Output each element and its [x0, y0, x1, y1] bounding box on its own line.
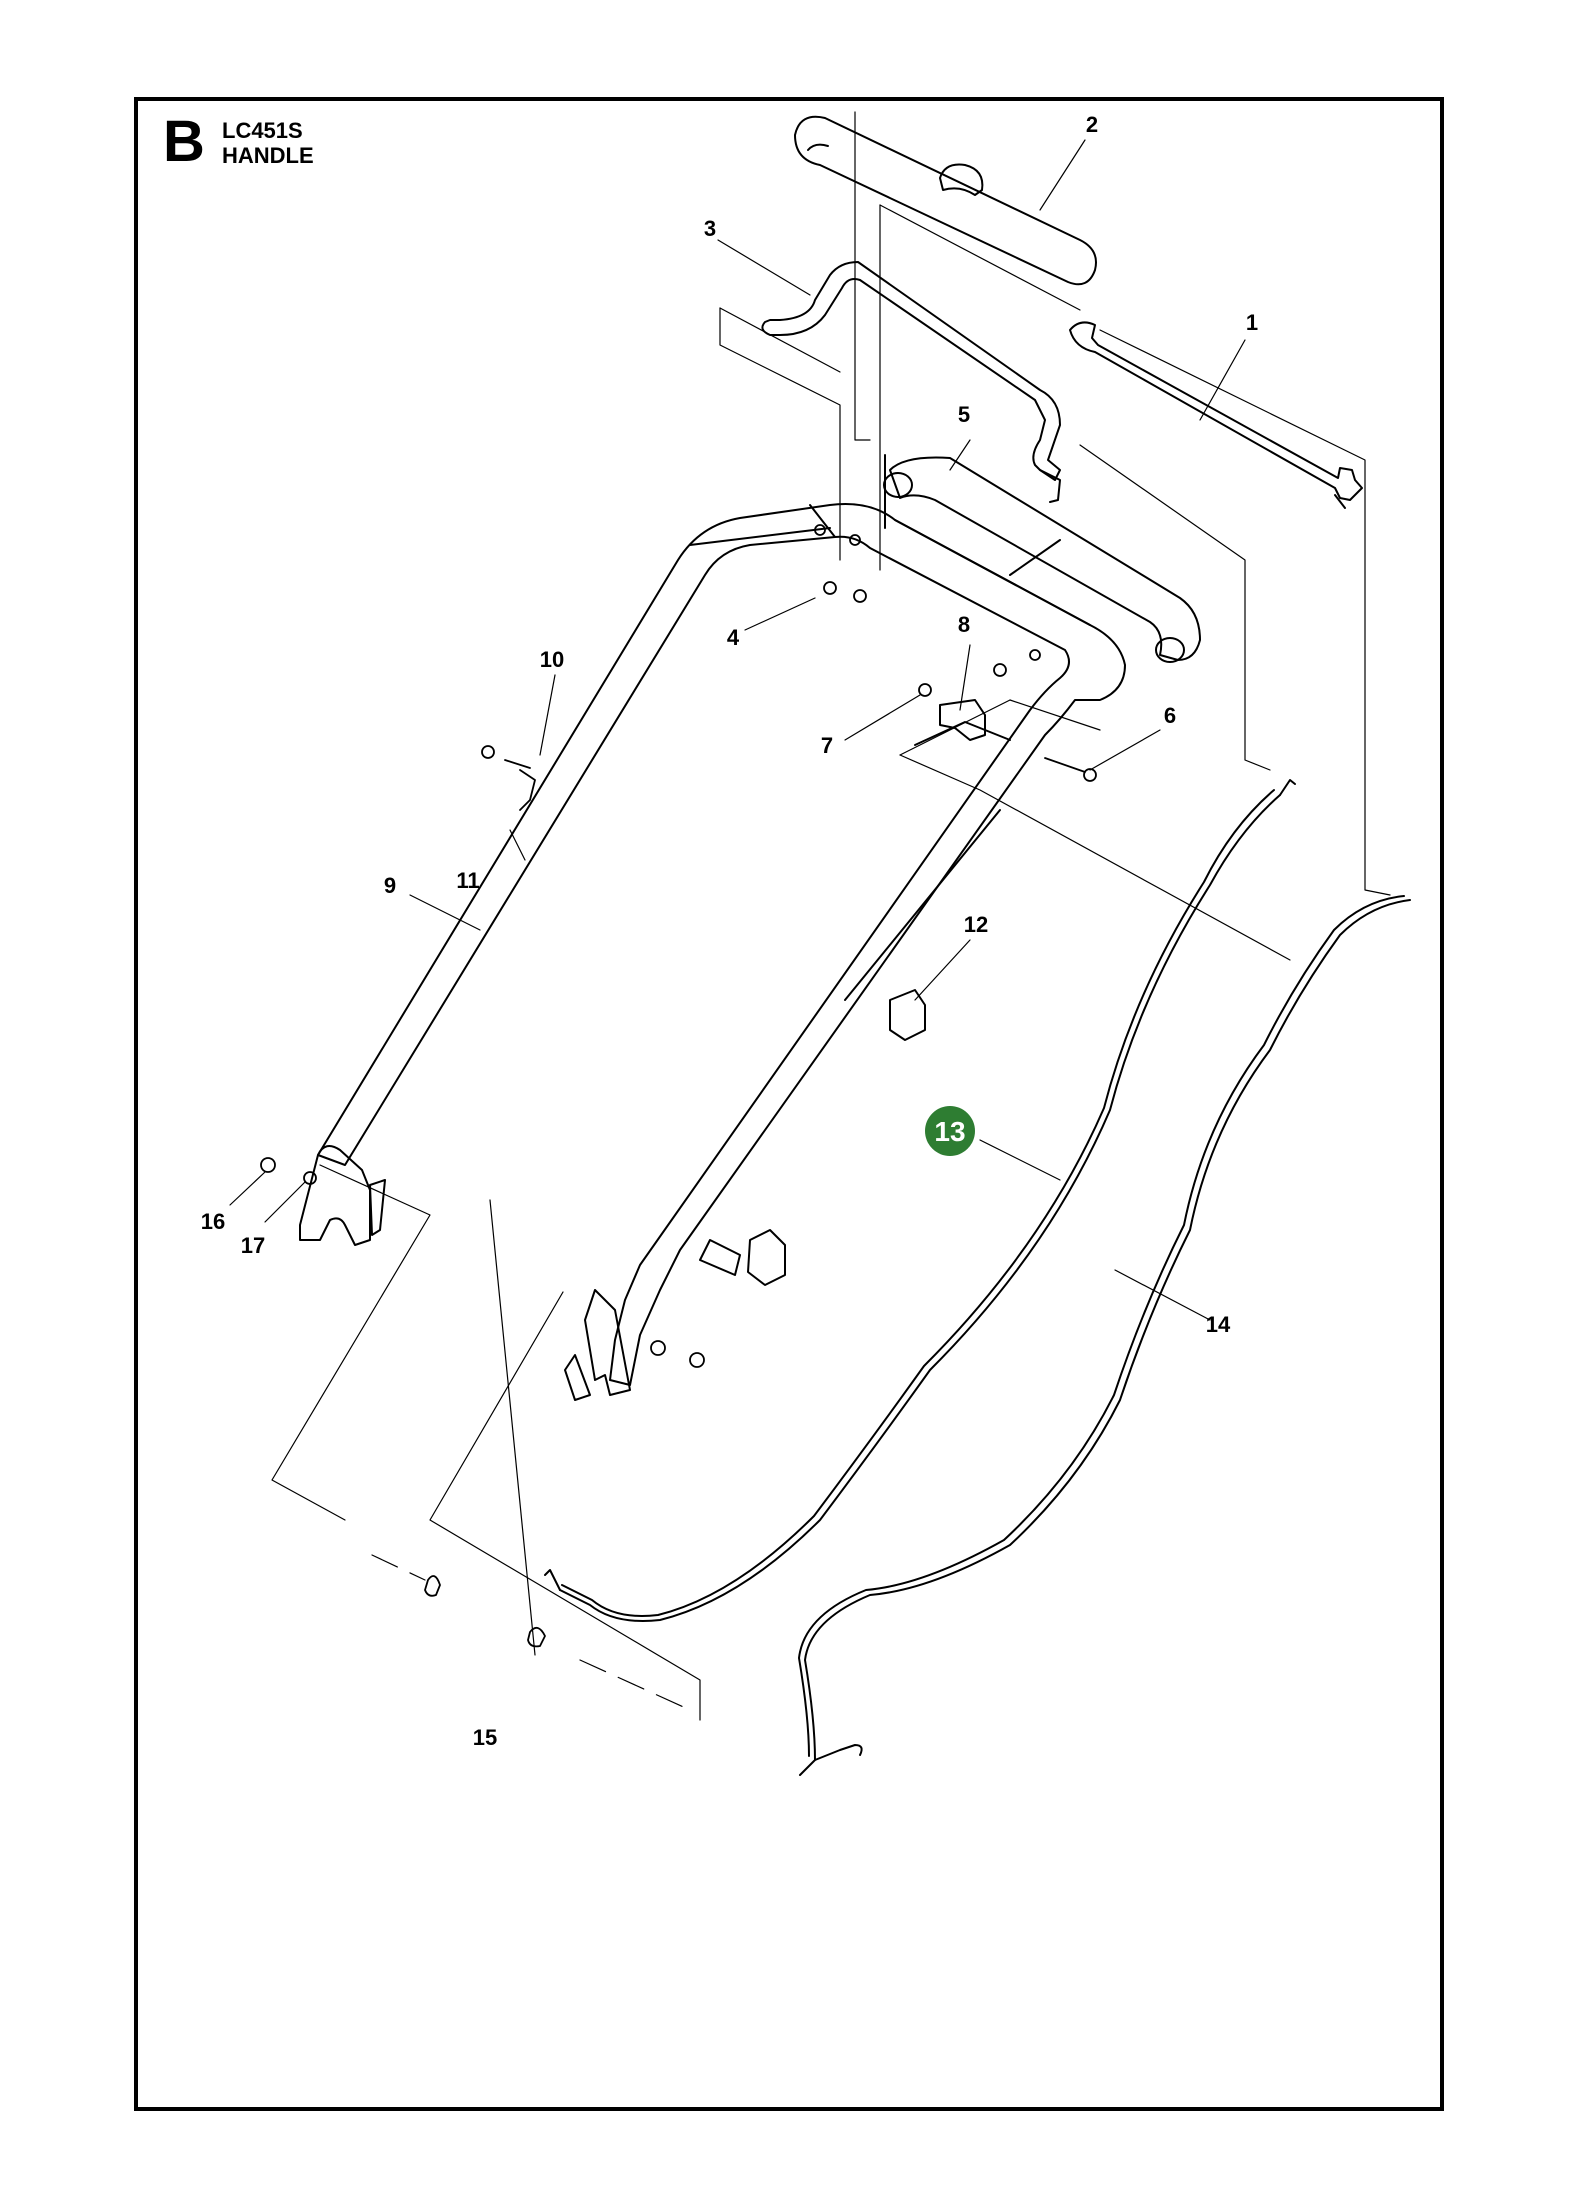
diagram-frame [134, 97, 1444, 2111]
callout-11: 11 [456, 868, 479, 893]
callout-16: 16 [201, 1209, 225, 1234]
reference-lines [271, 111, 1391, 1721]
fasteners [260, 524, 1097, 1648]
part-8-cable-guide [914, 699, 1011, 746]
callout-1: 1 [1246, 310, 1258, 335]
part-1-stop-rod [1069, 321, 1363, 509]
callout-4: 4 [727, 625, 740, 650]
part-5-upper-tube [883, 456, 1201, 663]
leader-lines [229, 139, 1246, 1656]
part-3-bail-rod [761, 261, 1061, 503]
callout-5: 5 [958, 402, 970, 427]
part-9-lower-handle [299, 454, 1126, 1401]
callout-14: 14 [1206, 1312, 1231, 1337]
part-12-cable-clip [747, 989, 926, 1286]
callout-13-highlight [925, 1106, 975, 1156]
callout-13: 13 [934, 1116, 965, 1147]
callout-12: 12 [964, 912, 988, 937]
callout-10: 10 [540, 647, 564, 672]
section-letter: B [163, 109, 205, 174]
part-13-control-cable [544, 779, 1296, 1622]
callout-8: 8 [958, 612, 970, 637]
callout-9: 9 [384, 873, 396, 898]
callout-3: 3 [704, 216, 716, 241]
callout-17: 17 [241, 1233, 265, 1258]
callout-15: 15 [473, 1725, 497, 1750]
section-subtitle: HANDLE [222, 143, 314, 168]
callout-2: 2 [1086, 112, 1098, 137]
model-title: LC451S [222, 118, 303, 143]
callout-6: 6 [1164, 703, 1176, 728]
part-2-grip [794, 115, 1097, 286]
callout-7: 7 [821, 733, 833, 758]
part-14-brake-cable [798, 895, 1411, 1776]
callouts: 1 2 3 4 5 6 7 8 9 10 11 12 13 14 15 16 1… [201, 112, 1258, 1750]
